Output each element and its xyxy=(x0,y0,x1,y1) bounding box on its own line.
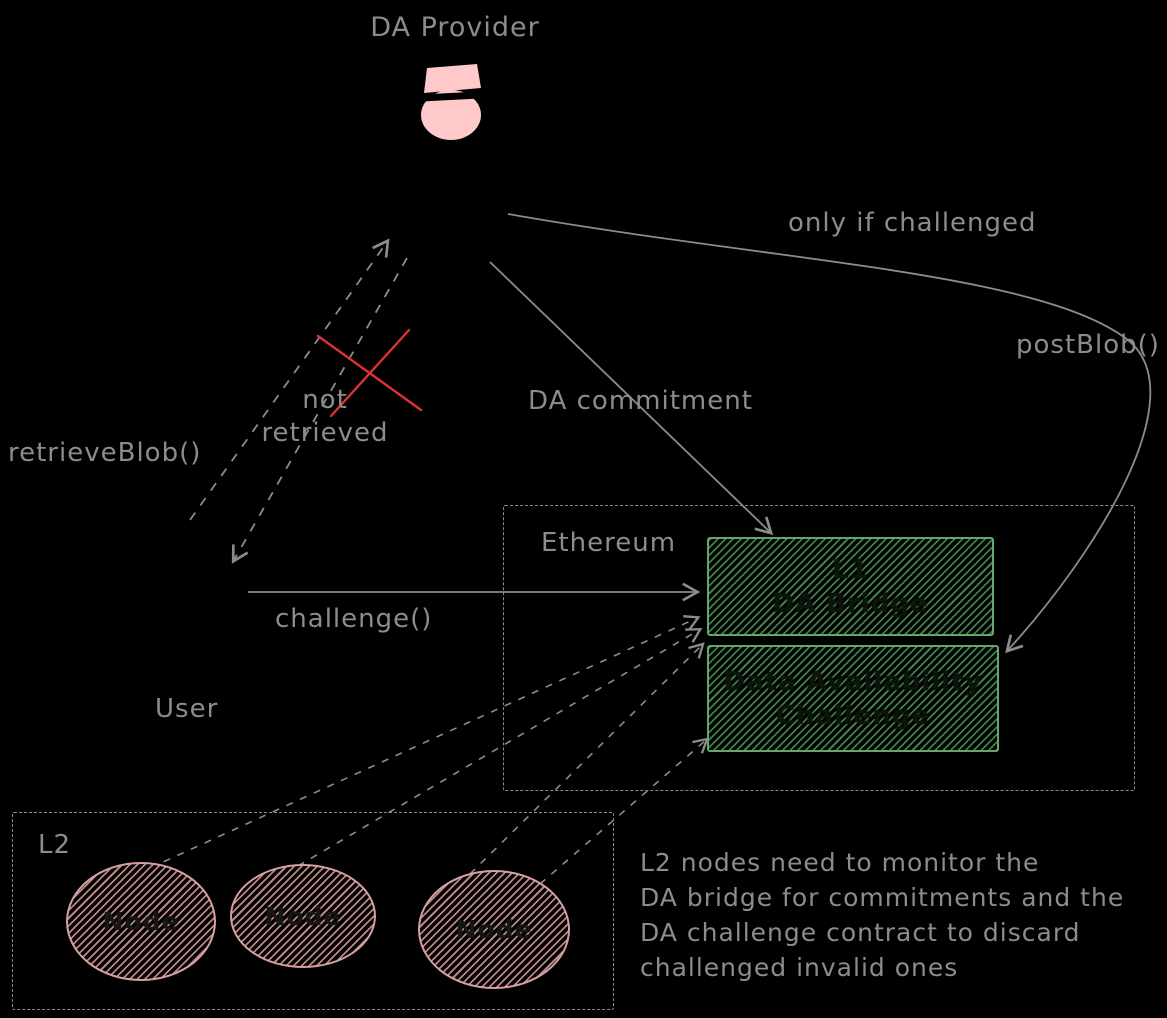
da-challenge-box: Data Availability Challenge xyxy=(707,645,999,752)
node-monitor-arrows xyxy=(149,615,709,885)
da-bridge-box-line1: L1 xyxy=(832,554,869,585)
l2-node-2: Node xyxy=(230,864,376,968)
monitor-note-line3: DA challenge contract to discard xyxy=(640,918,1081,947)
not-retrieved-label-line2: retrieved xyxy=(261,418,389,448)
l2-node-1: Node xyxy=(66,862,216,981)
l2-node-1-label: Node xyxy=(102,907,180,936)
post-blob-label: postBlob() xyxy=(1016,330,1160,360)
da-commitment-label: DA commitment xyxy=(528,386,753,416)
not-retrieved-x-icon xyxy=(316,328,423,418)
da-provider-icon xyxy=(418,64,483,140)
monitor-note-line4: challenged invalid ones xyxy=(640,953,959,982)
challenge-label: challenge() xyxy=(275,604,433,634)
ethereum-container xyxy=(503,505,1135,791)
l2-container xyxy=(12,812,614,1010)
not-retrieved-label-line1: not xyxy=(302,385,348,415)
da-bridge-box: L1 DA Bridge xyxy=(707,537,994,636)
l2-node-3-label: Node xyxy=(455,915,533,944)
user-label: User xyxy=(155,694,219,724)
l2-node-3: Node xyxy=(418,870,570,989)
l2-label: L2 xyxy=(38,830,72,860)
retrieve-blob-label: retrieveBlob() xyxy=(8,438,202,468)
da-commitment-arrow xyxy=(489,261,774,536)
monitor-note: L2 nodes need to monitor the DA bridge f… xyxy=(640,845,1124,985)
post-blob-arrow xyxy=(507,213,1152,654)
da-bridge-box-line2: DA Bridge xyxy=(772,588,929,619)
da-provider-label: DA Provider xyxy=(370,12,540,43)
l2-node-2-label: Node xyxy=(264,901,342,931)
monitor-note-line2: DA bridge for commitments and the xyxy=(640,883,1125,912)
ethereum-label: Ethereum xyxy=(541,528,677,558)
da-challenge-box-line1: Data Availability xyxy=(723,666,983,697)
only-if-challenged-label: only if challenged xyxy=(788,208,1037,238)
da-challenge-box-line2: Challenge xyxy=(775,700,931,731)
monitor-note-line1: L2 nodes need to monitor the xyxy=(640,848,1040,877)
retrieve-blob-arrow xyxy=(189,238,408,564)
